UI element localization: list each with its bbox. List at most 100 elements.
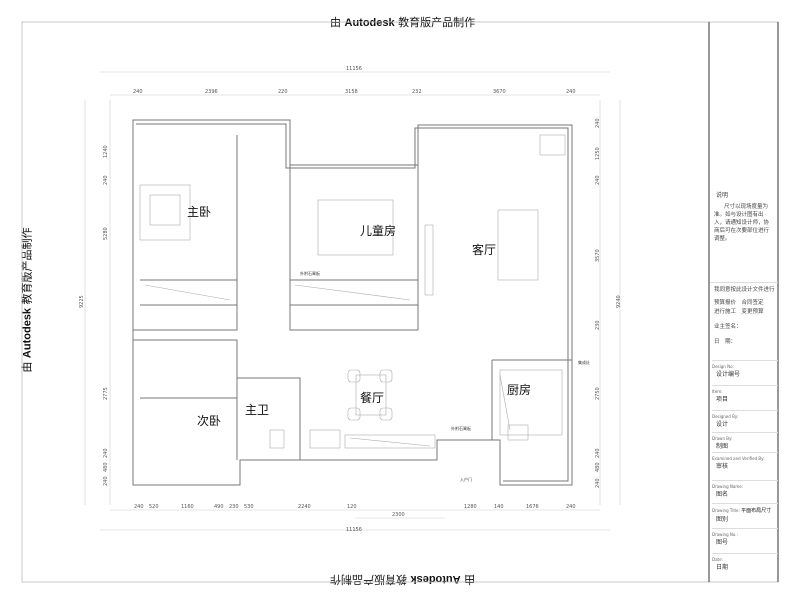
- title-row: Item: 项目: [712, 385, 778, 403]
- row-cn: 制图: [716, 443, 729, 450]
- dim-label: 140: [494, 504, 504, 510]
- title-row: Drawn By: 制图: [712, 432, 778, 450]
- title-row: Drawing No.: 图号: [712, 528, 778, 546]
- dim-label: 230: [229, 504, 239, 510]
- option-construction: 进行施工: [714, 309, 737, 315]
- notes-body: 尺寸以现场度量为准。如与设计图有出入，请通知设计师，协商后可在次要部位进行调整。: [714, 204, 770, 242]
- row-en: Drawn By:: [712, 436, 733, 441]
- dim-label: 240: [103, 448, 109, 458]
- dim-label: 1160: [181, 504, 194, 510]
- dim-label: 2750: [595, 387, 601, 400]
- dim-label: 1250: [595, 147, 601, 160]
- title-row: Drawing Title: 平面布局尺寸图别: [712, 503, 778, 523]
- room-label-kids-room: 儿童房: [360, 223, 396, 238]
- row-cn: 图别: [716, 516, 729, 523]
- furniture: [139, 134, 566, 449]
- title-row: Date: 日期: [712, 553, 778, 571]
- dim-label: 230: [595, 320, 601, 330]
- walls: [132, 119, 573, 486]
- dim-label: 220: [278, 89, 288, 95]
- dim-label: 1240: [103, 145, 109, 158]
- dim-label: 3670: [493, 89, 506, 95]
- row-cn: 设计编号: [716, 371, 741, 378]
- dims-bottom: 240 520 1160 490 230 530 2240 120 1280 1…: [134, 504, 576, 510]
- dim-label: 490: [214, 504, 224, 510]
- dim-label: 3158: [345, 89, 358, 95]
- note-gypsum-1: 外附石膏板: [300, 270, 320, 276]
- title-block-notes: 说明 尺寸以现场度量为准。如与设计图有出入，请通知设计师，协商后可在次要部位进行…: [710, 190, 778, 243]
- sofa: [497, 209, 539, 281]
- row-cn: 审核: [716, 463, 729, 470]
- dimension-lines: [84, 71, 621, 531]
- row-cn: 图号: [716, 539, 729, 546]
- kitchen-counter: [499, 369, 563, 436]
- dim-label: 240: [595, 175, 601, 185]
- row-cn: 项目: [716, 396, 729, 403]
- dim-label: 240: [566, 504, 576, 510]
- room-label-second-bedroom: 次卧: [197, 414, 221, 428]
- dim-label: 240: [595, 118, 601, 128]
- dim-label: 1676: [526, 504, 539, 510]
- title-row: Designed By: 设计: [712, 410, 778, 428]
- room-label-entrance: 入户门: [460, 476, 472, 482]
- bathtub: [309, 429, 341, 449]
- row-cn: 图名: [716, 491, 729, 498]
- row-en: Drawing Name:: [712, 484, 744, 489]
- dim-label: 120: [347, 504, 357, 510]
- owner-approval: 我同意按此设计文件进行 预算报价 合同签定 进行施工 变更预算 业主签名： 日 …: [710, 282, 778, 347]
- owner-signature-field: 业主签名：: [714, 324, 742, 330]
- room-label-master-bath: 主卫: [245, 403, 269, 417]
- dims-left: 1240 240 5280 2775 240 480 240 9225: [79, 145, 109, 486]
- note-integrated-stove: 集成灶: [578, 359, 590, 365]
- dim-label: 240: [103, 476, 109, 486]
- master-bed: [139, 184, 191, 241]
- dim-label: 3570: [595, 249, 601, 262]
- owner-date-field: 日 期：: [714, 339, 737, 345]
- dim-bottom-total: 11156: [346, 527, 362, 533]
- room-label-living-room: 客厅: [472, 242, 496, 257]
- dim-label: 520: [149, 504, 159, 510]
- sink: [507, 424, 529, 441]
- sheet-border: [21, 21, 779, 583]
- dims-right: 240 1250 240 3570 230 2750 240 480 240 9…: [595, 118, 622, 488]
- dim-label: 480: [103, 462, 109, 472]
- row-en: Date:: [712, 557, 723, 562]
- dim-left-total: 9225: [79, 295, 85, 308]
- dim-label: 480: [595, 462, 601, 472]
- dim-bottom-mid: 2300: [392, 512, 405, 518]
- dim-label: 240: [595, 478, 601, 488]
- dim-label: 5280: [103, 227, 109, 240]
- row-cn: 设计: [716, 421, 729, 428]
- title-row: Examined and Verified By: 审核: [712, 452, 778, 470]
- title-row: Design No: 设计编号: [712, 360, 778, 378]
- room-label-master-bedroom: 主卧: [187, 205, 211, 219]
- dim-label: 240: [566, 89, 576, 95]
- row-en: Designed By:: [712, 414, 739, 419]
- row-en: Drawing Title:: [712, 508, 740, 513]
- dim-label: 240: [134, 504, 144, 510]
- row-cn: 日期: [716, 564, 729, 571]
- kids-bed: [317, 199, 394, 256]
- row-en: Drawing No.:: [712, 532, 738, 537]
- title-row: Drawing Name: 图名: [712, 480, 778, 498]
- dim-label: 232: [412, 89, 422, 95]
- dim-label: 530: [244, 504, 254, 510]
- dim-label: 240: [103, 175, 109, 185]
- row-en: Item:: [712, 389, 723, 394]
- dim-label: 2775: [103, 387, 109, 400]
- option-contract: 合同签定: [741, 300, 764, 306]
- row-en: Examined and Verified By:: [712, 456, 765, 461]
- dining-table: [355, 374, 387, 416]
- watermark-top: 由 Autodesk 教育版产品制作: [330, 16, 476, 29]
- option-budget: 预算报价: [714, 300, 737, 306]
- notes-title: 说明: [716, 192, 729, 199]
- option-change: 变更预算: [741, 309, 764, 315]
- dim-label: 1280: [464, 504, 477, 510]
- dim-top-total: 11156: [346, 66, 362, 72]
- dim-right-total: 9240: [616, 295, 622, 308]
- dim-label: 2396: [205, 89, 218, 95]
- dim-label: 240: [595, 448, 601, 458]
- row-en: Design No:: [712, 364, 734, 369]
- dim-label: 240: [133, 89, 143, 95]
